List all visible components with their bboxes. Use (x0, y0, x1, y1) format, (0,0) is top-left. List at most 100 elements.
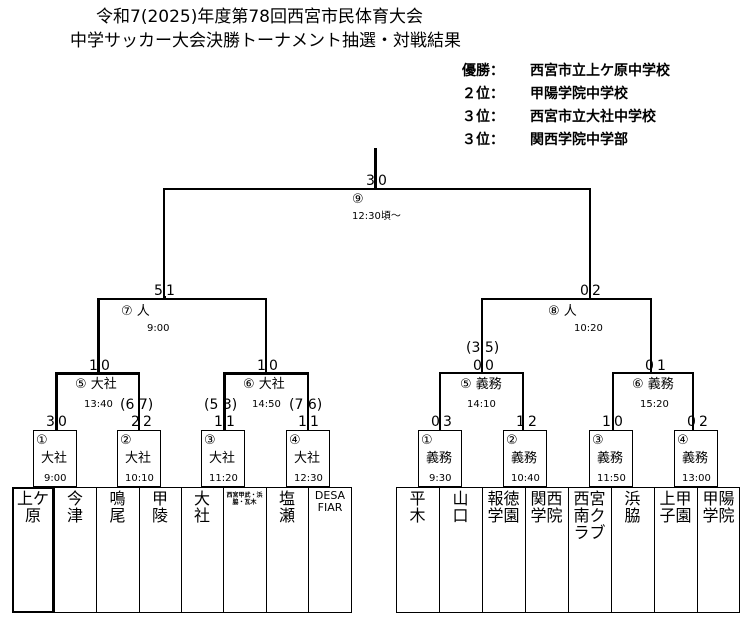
match-time: 9:00 (147, 323, 170, 334)
team-cell: 塩 瀬 (278, 489, 295, 525)
score: 2 (699, 414, 708, 430)
team-cell: 浜 脇 (624, 489, 641, 525)
score: 0 (269, 358, 278, 374)
match-number: ④ (677, 433, 689, 448)
score: 2 (592, 283, 601, 299)
score: 2 (528, 414, 537, 430)
match-venue: 義務 (511, 451, 538, 466)
match-box: ② 大社 10:10 (117, 430, 161, 487)
team-cell: 上ケ 原 (16, 489, 49, 525)
result-rank: ３位： (462, 132, 504, 148)
result-rank: ２位： (462, 86, 504, 102)
score: 0 (58, 414, 67, 430)
match-box: ④ 義務 13:00 (674, 430, 718, 487)
match-venue: 大社 (209, 451, 236, 466)
team-cell: 今 津 (66, 489, 83, 525)
pk-score: (5 3) (204, 397, 238, 413)
score: 1 (602, 414, 611, 430)
m7-left-drop (97, 298, 100, 373)
m7-right-drop (265, 298, 267, 373)
pk-score: (7 6) (289, 397, 323, 413)
match-time: 10:10 (125, 473, 154, 484)
m7-bar (97, 298, 267, 300)
m6a-bar (223, 372, 309, 375)
score: 2 (143, 414, 152, 430)
match-time: 13:00 (682, 473, 711, 484)
match-venue: 大社 (41, 451, 68, 466)
score: 3 (443, 414, 452, 430)
match-time: 10:40 (511, 473, 540, 484)
score: 0 (580, 283, 589, 299)
match-number: ① (36, 433, 48, 448)
m6a-left-drop (223, 372, 226, 430)
match-label: ⑥ 大社 (243, 377, 285, 392)
match-time: 11:50 (597, 473, 626, 484)
team-cell: 甲 陵 (151, 489, 168, 525)
m8-right-drop (650, 298, 652, 373)
result-rank: ３位： (462, 109, 504, 125)
match-label: ⑨ (352, 192, 364, 207)
m5a-left-drop (55, 372, 58, 430)
m5b-right-drop (522, 372, 524, 430)
score: 1 (657, 358, 666, 374)
match-number: ③ (592, 433, 604, 448)
match-box: ③ 大社 11:20 (201, 430, 245, 487)
match-time: 9:00 (44, 473, 67, 484)
score: 1 (516, 414, 525, 430)
team-cell: 上甲 子園 (659, 489, 692, 525)
match-venue: 大社 (125, 451, 152, 466)
m8-bar (481, 298, 652, 300)
team-cell: 鳴 尾 (109, 489, 126, 525)
score: 0 (485, 358, 494, 374)
title-line2: 中学サッカー大会決勝トーナメント抽選・対戦結果 (70, 31, 461, 51)
result-team: 西宮市立上ケ原中学校 (530, 63, 670, 79)
score: 1 (226, 414, 235, 430)
match-time: 9:30 (429, 473, 452, 484)
result-team: 関西学院中学部 (530, 132, 628, 148)
match-box: ① 大社 9:00 (33, 430, 77, 487)
team-cell: 山 口 (452, 489, 469, 525)
match-time: 12:30 (294, 473, 323, 484)
score: 1 (310, 414, 319, 430)
match-number: ② (120, 433, 132, 448)
team-cell: 甲陽 学院 (702, 489, 735, 525)
title-line1: 令和7(2025)年度第78回西宮市民体育大会 (96, 7, 423, 27)
match-time: 14:50 (252, 399, 281, 410)
match-label: ⑤ 義務 (460, 377, 502, 392)
m8-left-drop (481, 298, 483, 373)
result-rank: 優勝： (462, 63, 504, 79)
score: 1 (214, 414, 223, 430)
match-number: ① (421, 433, 433, 448)
pk-score: (6 7) (120, 397, 154, 413)
score: 0 (645, 358, 654, 374)
m6b-right-drop (692, 372, 694, 430)
score: 1 (166, 283, 175, 299)
match-number: ② (506, 433, 518, 448)
pk-score: (3 5) (466, 340, 500, 356)
match-box: ① 義務 9:30 (418, 430, 462, 487)
final-left-drop (163, 188, 165, 298)
score: 1 (89, 358, 98, 374)
match-label: ⑥ 義務 (632, 377, 674, 392)
left-team-table (12, 487, 352, 613)
match-label: ⑤ 大社 (75, 377, 117, 392)
result-team: 西宮市立大社中学校 (530, 109, 656, 125)
match-box: ③ 義務 11:50 (589, 430, 633, 487)
score: 5 (154, 283, 163, 299)
team-cell: 平 木 (409, 489, 426, 525)
match-venue: 義務 (426, 451, 453, 466)
match-venue: 義務 (682, 451, 709, 466)
m6a-right-drop (307, 372, 309, 430)
match-label: ⑧ 人 (548, 304, 577, 319)
match-time: 14:10 (467, 399, 496, 410)
score: 1 (298, 414, 307, 430)
match-time: 10:20 (574, 323, 603, 334)
match-time: 11:20 (209, 473, 238, 484)
team-cell: 報徳 学園 (487, 489, 520, 525)
m6b-left-drop (612, 372, 614, 430)
champion-line (374, 148, 377, 190)
score: 0 (473, 358, 482, 374)
score: 3 (366, 173, 375, 189)
score: 1 (257, 358, 266, 374)
match-time: 12:30頃～ (352, 211, 401, 222)
